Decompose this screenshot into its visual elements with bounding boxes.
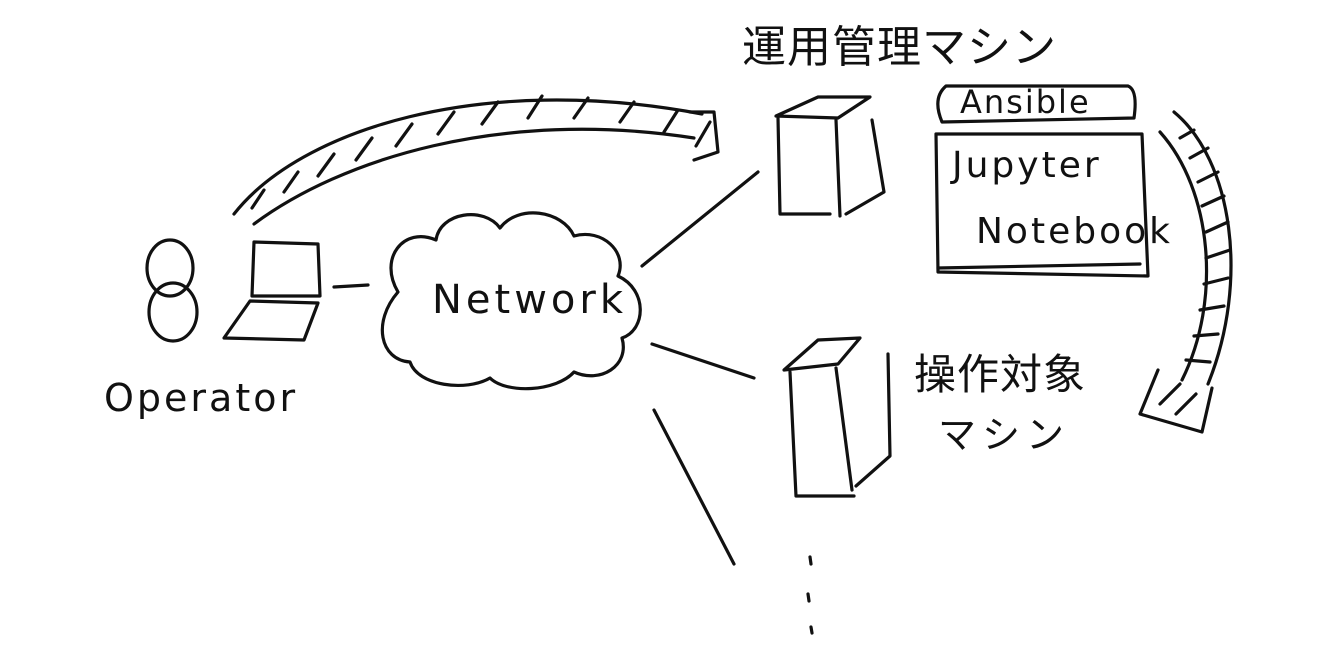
link-network-other [652,408,736,566]
target-machine-label-line2: マシン [938,413,1071,457]
operator-person-icon [145,238,199,343]
more-machines-dots [806,555,814,635]
jupyter-label-line2: Notebook [976,211,1173,252]
target-machine-label-line1: 操作対象 [914,350,1087,399]
jupyter-label-line1: Jupyter [952,145,1102,186]
operator-label: Operator [104,376,299,420]
ansible-box [936,84,1137,124]
arrow-operator-to-management [232,94,720,226]
arrow-management-to-target [1138,110,1233,434]
ansible-label: Ansible [960,83,1091,121]
link-network-target [650,342,756,380]
management-server-icon [774,95,886,218]
link-laptop-network [332,283,370,289]
target-server-icon [782,336,892,498]
laptop-icon [222,240,322,342]
management-machine-label: 運用管理マシン [742,22,1057,73]
network-cloud-icon [380,211,642,391]
link-network-management [640,170,760,268]
jupyter-notebook-box [934,132,1150,278]
network-label: Network [432,277,628,323]
